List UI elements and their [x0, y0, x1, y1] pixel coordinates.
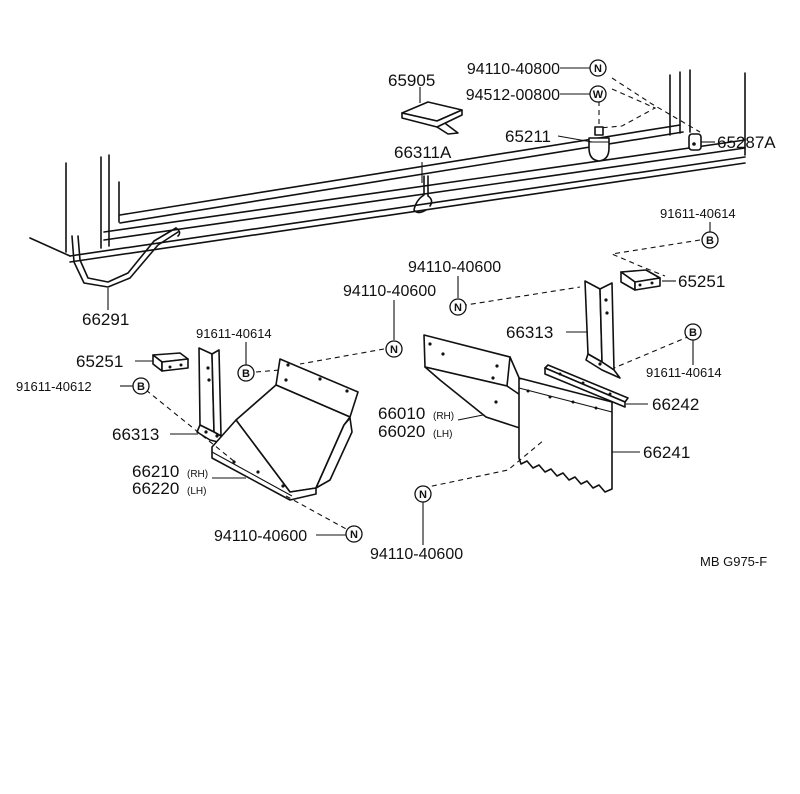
callout-66291: 66291 — [82, 310, 129, 329]
callout-94110-40600-bottom-center: 94110-40600 — [370, 546, 463, 563]
leader-lines — [107, 67, 715, 545]
svg-text:N: N — [454, 302, 462, 314]
mudguard-66210 — [211, 358, 359, 501]
bracket-65251-left — [152, 352, 189, 372]
svg-text:N: N — [390, 344, 398, 356]
stay-66313-left — [196, 347, 227, 445]
cap-65905 — [401, 101, 463, 135]
callout-94110-40600-bottom-left: 94110-40600 — [214, 528, 307, 545]
svg-text:N: N — [419, 489, 427, 501]
bolt-symbol-right-mid: B — [684, 323, 702, 341]
svg-text:N: N — [350, 529, 358, 541]
callout-65251-left: 65251 — [76, 352, 123, 371]
bracket-65251-right — [620, 269, 661, 291]
mudflap-66241 — [518, 377, 613, 493]
callout-91611-40612: 91611-40612 — [16, 379, 92, 394]
callout-66313-left: 66313 — [112, 425, 159, 444]
assembly-dashes — [145, 77, 701, 531]
callout-94512-00800: 94512-00800 — [466, 87, 560, 104]
svg-text:N: N — [594, 63, 602, 75]
svg-text:W: W — [593, 89, 604, 101]
nut-symbol-bottom-left: N — [345, 525, 363, 543]
callout-65287A: 65287A — [717, 133, 776, 152]
callout-66220: 66220 — [132, 479, 179, 498]
callout-66241: 66241 — [643, 443, 690, 462]
callout-66010-rh: (RH) — [433, 411, 454, 422]
callout-66313-right: 66313 — [506, 323, 553, 342]
callout-91611-40614-right: 91611-40614 — [660, 206, 736, 221]
callout-94110-40600-mid: 94110-40600 — [343, 283, 436, 300]
rod-bracket-66291 — [71, 227, 181, 288]
bolt-symbol-left-top: B — [237, 364, 255, 382]
callout-66020-lh: (LH) — [433, 429, 452, 440]
callout-66210-rh: (RH) — [187, 469, 208, 480]
svg-text:B: B — [137, 381, 145, 393]
callout-65251-right: 65251 — [678, 272, 725, 291]
callout-66020: 66020 — [378, 422, 425, 441]
callout-65211: 65211 — [505, 127, 551, 146]
callout-66210: 66210 — [132, 462, 179, 481]
stopper-65211 — [588, 126, 610, 162]
callout-66242: 66242 — [652, 395, 699, 414]
callout-65905: 65905 — [388, 71, 435, 90]
diagram-reference-code: MB G975-F — [700, 554, 767, 569]
svg-text:B: B — [242, 368, 250, 380]
bolt-symbol-left-mid: B — [132, 377, 150, 395]
nut-symbol-upper-mid: N — [449, 298, 467, 316]
truck-bed-frame — [29, 69, 746, 263]
bolt-symbol-right-top: B — [701, 231, 719, 249]
callout-66010: 66010 — [378, 404, 425, 423]
callout-91611-40614-right2: 91611-40614 — [646, 365, 722, 380]
stay-66313-right — [584, 280, 621, 379]
callout-66220-lh: (LH) — [187, 486, 206, 497]
callout-94110-40800: 94110-40800 — [467, 61, 560, 78]
callout-94110-40600-top: 94110-40600 — [408, 259, 501, 276]
svg-text:B: B — [706, 235, 714, 247]
hook-66311A — [413, 175, 433, 214]
washer-symbol: W — [589, 85, 607, 103]
nut-symbol-center: N — [385, 340, 403, 358]
strip-66242 — [544, 364, 629, 408]
nut-symbol-top: N — [589, 59, 607, 77]
clip-65287A — [688, 133, 702, 151]
callout-91611-40614-left: 91611-40614 — [196, 326, 272, 341]
callout-66311A: 66311A — [394, 143, 452, 162]
svg-text:B: B — [689, 327, 697, 339]
nut-symbol-bottom-center: N — [414, 485, 432, 503]
